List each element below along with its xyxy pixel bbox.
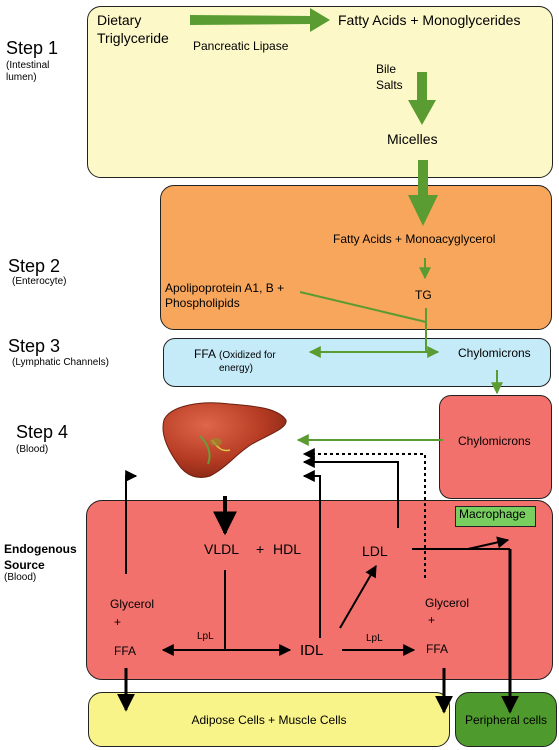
tg-label: TG: [415, 288, 432, 302]
ldl-label: LDL: [362, 543, 388, 559]
vldl-label: VLDL: [204, 541, 240, 557]
idl-label: IDL: [300, 642, 324, 659]
ffa-lymph: FFA: [194, 347, 217, 361]
lpl-left: LpL: [197, 631, 214, 642]
lpl-right: LpL: [366, 633, 383, 644]
bile-salts: Bile Salts: [376, 62, 403, 93]
endogenous-subtitle: (Blood): [4, 572, 37, 583]
adipose-muscle-label: Adipose Cells + Muscle Cells: [191, 713, 347, 727]
chylomicrons-blood: Chylomicrons: [458, 434, 531, 448]
chylomicrons-lymph: Chylomicrons: [458, 346, 531, 360]
ffa-left: FFA: [114, 644, 137, 658]
hdl-label: HDL: [273, 541, 302, 557]
fatty-acids-monoacyglycerol: Fatty Acids + Monoacyglycerol: [333, 232, 496, 246]
intestinal-lumen-box: [87, 6, 553, 178]
plus-right: +: [428, 613, 436, 627]
step-3-subtitle: (Lymphatic Channels): [12, 357, 109, 368]
step-4-title: Step 4: [16, 422, 69, 442]
step-1-title: Step 1: [6, 38, 59, 58]
step-4-subtitle: (Blood): [16, 444, 49, 455]
fatty-acids-monoglycerides: Fatty Acids + Monoglycerides: [338, 12, 521, 28]
step-2-title: Step 2: [8, 256, 61, 276]
ffa-oxidized-note: (Oxidized for energy): [219, 350, 276, 374]
liver-icon: [162, 402, 287, 478]
pancreatic-lipase: Pancreatic Lipase: [193, 39, 289, 53]
step-2-subtitle: (Enterocyte): [12, 276, 67, 287]
endogenous-title: Endogenous Source: [4, 542, 77, 572]
plus-left: +: [114, 615, 122, 629]
macrophage-label: Macrophage: [459, 507, 526, 521]
lymphatic-box: [163, 338, 551, 387]
peripheral-cells-label: Peripheral cells: [464, 713, 548, 727]
step-3-title: Step 3: [8, 336, 61, 356]
adipose-muscle-box: [88, 692, 450, 747]
ffa-right: FFA: [426, 642, 449, 656]
micelles: Micelles: [387, 131, 438, 147]
glycerol-left: Glycerol: [110, 597, 155, 611]
apolipoprotein: Apolipoprotein A1, B + Phospholipids: [165, 281, 285, 310]
step-1-subtitle: (Intestinal lumen): [6, 60, 50, 83]
glycerol-right: Glycerol: [425, 596, 470, 610]
vldl-hdl-plus: +: [256, 541, 265, 557]
chylomicron-blood-box: [439, 395, 552, 499]
macrophage-box: [455, 506, 536, 527]
dietary-triglyceride: Dietary Triglyceride: [97, 12, 169, 46]
